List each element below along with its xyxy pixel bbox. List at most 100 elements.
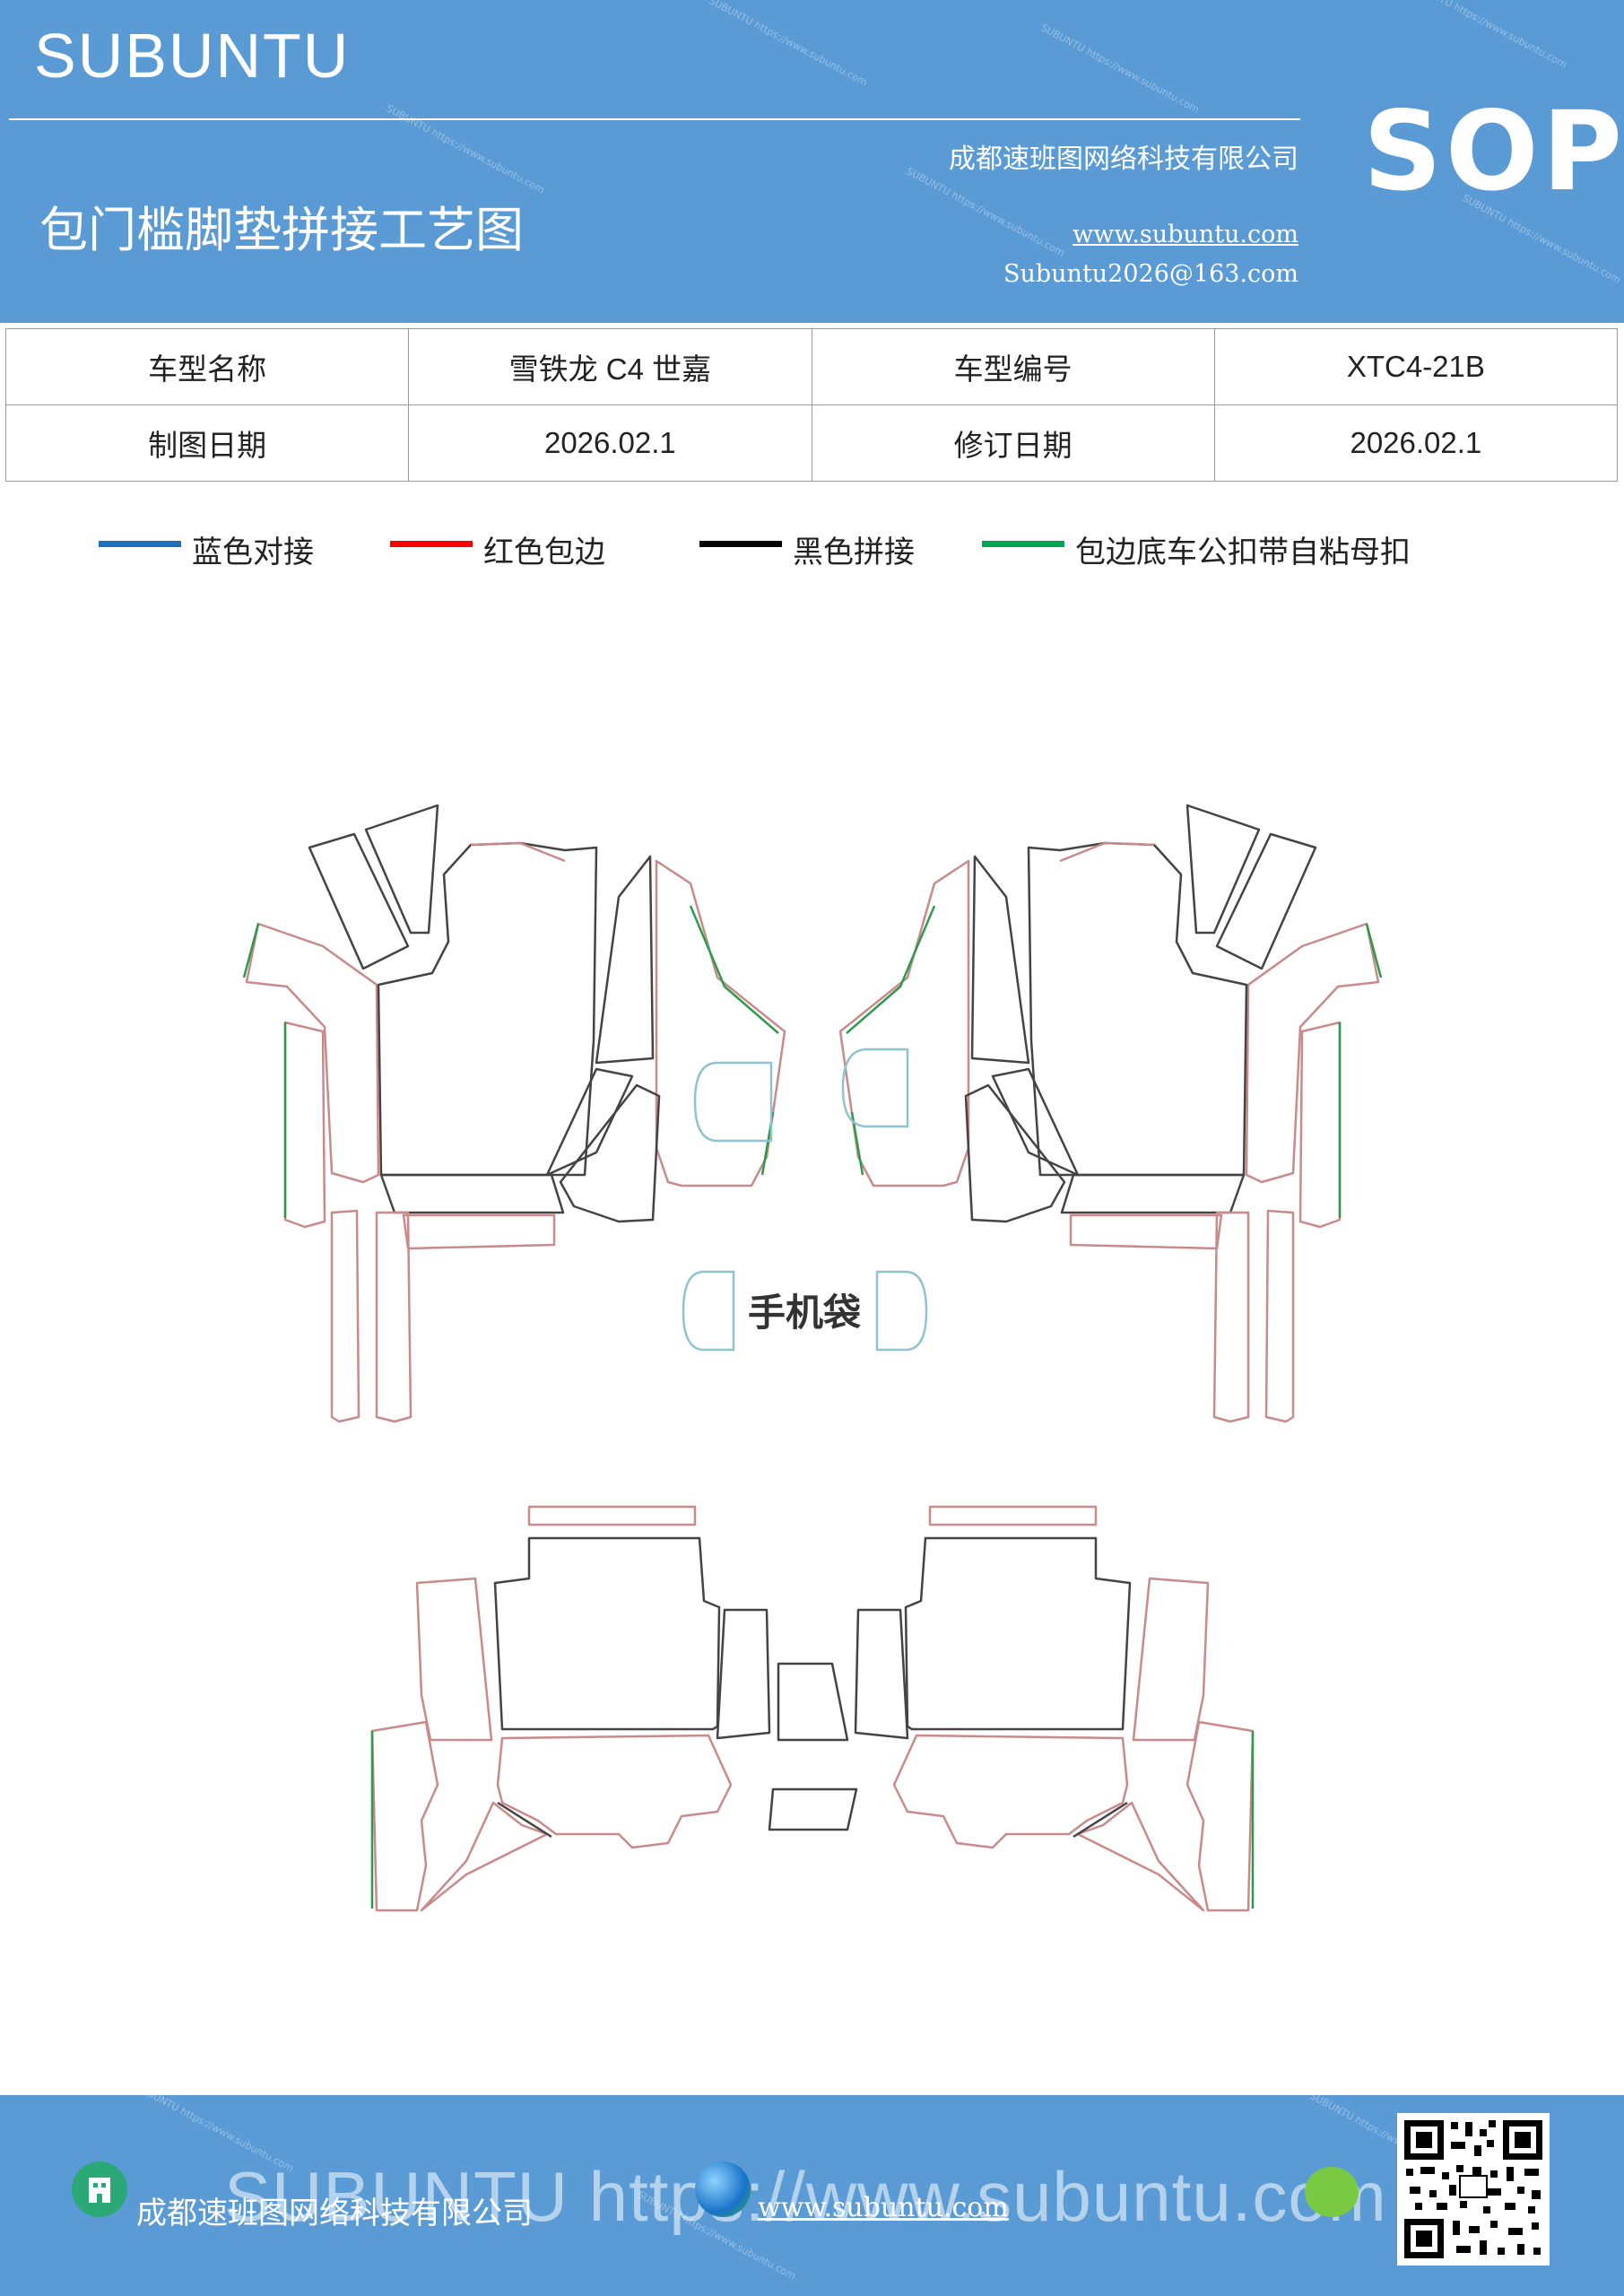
footer-watermark: SUBUNTU https://www.subuntu.com	[224, 2157, 1387, 2236]
wechat-icon	[1305, 2167, 1359, 2217]
company-name: 成都速班图网络科技有限公司	[949, 144, 1298, 175]
mat-piece	[1298, 1021, 1342, 1229]
qr-code	[1397, 2113, 1550, 2266]
watermark-text: SUBUNTU https://www.subuntu.com	[707, 0, 870, 89]
legend: 蓝色对接 红色包边 黑色拼接 包边底车公扣带自粘母扣	[0, 527, 1624, 572]
header-banner: SUBUNTU https://www.subuntu.com SUBUNTU …	[0, 0, 1624, 323]
mat-piece	[1059, 841, 1155, 863]
value-cell: 2026.02.1	[1213, 404, 1619, 482]
mat-piece	[892, 1734, 1129, 1849]
footer-website[interactable]: www.subuntu.com	[758, 2192, 1009, 2223]
mat-piece	[496, 1734, 733, 1849]
mat-piece	[527, 1505, 697, 1526]
mat-piece	[1076, 1801, 1205, 1912]
mat-piece	[970, 855, 1030, 1065]
mat-piece	[1245, 922, 1380, 1184]
phone-pocket-right	[875, 1270, 928, 1352]
legend-item-red: 红色包边	[390, 527, 605, 571]
mat-piece	[415, 1577, 493, 1742]
globe-icon	[695, 2161, 751, 2217]
legend-swatch	[99, 541, 181, 547]
mat-piece	[655, 859, 786, 1187]
label-cell: 车型编号	[811, 328, 1215, 405]
watermark-text: SUBUNTU https://www.subuntu.com	[904, 165, 1067, 259]
watermark-text: SUBUNTU https://www.subuntu.com	[1038, 22, 1202, 116]
page-title: 包门槛脚垫拼接工艺图	[39, 202, 524, 258]
legend-swatch	[390, 541, 473, 547]
table-row: 车型名称 雪铁龙 C4 世嘉 车型编号 XTC4-21B	[4, 328, 1619, 405]
mat-piece	[377, 841, 598, 1177]
header-divider	[9, 118, 1300, 120]
mat-piece	[242, 923, 260, 978]
website-link[interactable]: www.subuntu.com	[1073, 221, 1298, 248]
mat-piece	[838, 859, 970, 1187]
mat-piece	[854, 1608, 909, 1740]
table-row: 制图日期 2026.02.1 修订日期 2026.02.1	[4, 404, 1619, 482]
watermark-text: SUBUNTU https://www.subuntu.com	[1406, 0, 1569, 71]
legend-label: 蓝色对接	[192, 535, 314, 570]
mat-piece	[928, 1505, 1098, 1526]
mat-piece	[493, 1536, 721, 1731]
mat-piece	[245, 922, 380, 1184]
building-icon	[72, 2161, 127, 2217]
mat-piece	[364, 804, 439, 935]
mat-piece	[379, 1173, 565, 1214]
mat-piece	[846, 905, 936, 1034]
mat-piece	[964, 1083, 1066, 1223]
label-cell: 制图日期	[4, 404, 410, 482]
footer-banner: SUBUNTU https://www.subuntu.com SUBUNTU …	[0, 2095, 1624, 2296]
phone-pocket-label: 手机袋	[748, 1291, 861, 1335]
pocket-outline	[841, 1048, 909, 1128]
mat-piece	[545, 1067, 634, 1177]
legend-item-black: 黑色拼接	[699, 527, 915, 571]
mat-piece	[595, 855, 655, 1065]
legend-swatch	[699, 541, 782, 547]
mat-piece	[1185, 1720, 1255, 1912]
mat-piece	[716, 1608, 771, 1740]
floor-mat-diagram: 手机袋	[242, 804, 1383, 1912]
mat-piece	[470, 841, 566, 863]
mat-piece	[497, 1801, 552, 1839]
phone-pocket-left	[682, 1270, 735, 1352]
legend-swatch	[982, 541, 1064, 547]
email-address: Subuntu2026@163.com	[1003, 260, 1298, 288]
mat-piece	[375, 1211, 413, 1423]
mat-piece	[777, 1662, 849, 1742]
label-cell: 车型名称	[4, 328, 410, 405]
mat-piece	[1060, 1173, 1246, 1214]
rear-left-mat	[370, 1505, 858, 1912]
rear-right-mat	[854, 1505, 1255, 1912]
mat-piece	[1212, 1211, 1250, 1423]
footer-company: 成都速班图网络科技有限公司	[136, 2196, 533, 2231]
mat-piece	[991, 1067, 1080, 1177]
mat-piece	[1069, 1213, 1223, 1250]
legend-item-blue: 蓝色对接	[99, 527, 314, 571]
mat-piece	[402, 1213, 556, 1250]
pocket-outline	[693, 1061, 773, 1143]
mat-piece	[420, 1801, 549, 1912]
legend-label: 包边底车公扣带自粘母扣	[1075, 535, 1411, 570]
brand-logo-text: SUBUNTU	[34, 21, 351, 91]
mat-piece	[689, 905, 779, 1034]
front-right-mat	[838, 804, 1383, 1423]
sop-badge: SOP	[1363, 88, 1624, 215]
mat-piece	[1185, 804, 1261, 935]
mat-piece	[1365, 923, 1383, 978]
value-cell: 2026.02.1	[408, 404, 812, 482]
mat-piece	[283, 1021, 326, 1229]
mat-piece	[904, 1536, 1132, 1731]
mat-piece	[330, 1209, 360, 1423]
watermark-text: SUBUNTU https://www.subuntu.com	[384, 102, 547, 196]
legend-label: 红色包边	[483, 535, 605, 570]
mat-piece	[559, 1083, 661, 1223]
legend-item-green: 包边底车公扣带自粘母扣	[982, 527, 1411, 571]
mat-piece	[1132, 1577, 1210, 1742]
info-table: 车型名称 雪铁龙 C4 世嘉 车型编号 XTC4-21B 制图日期 2026.0…	[4, 328, 1619, 482]
mat-piece	[1215, 832, 1317, 970]
front-left-mat	[242, 804, 786, 1423]
label-cell: 修订日期	[811, 404, 1215, 482]
legend-label: 黑色拼接	[793, 535, 915, 570]
mat-piece	[1073, 1801, 1128, 1839]
mat-piece	[308, 832, 410, 970]
value-cell: 雪铁龙 C4 世嘉	[408, 328, 812, 405]
